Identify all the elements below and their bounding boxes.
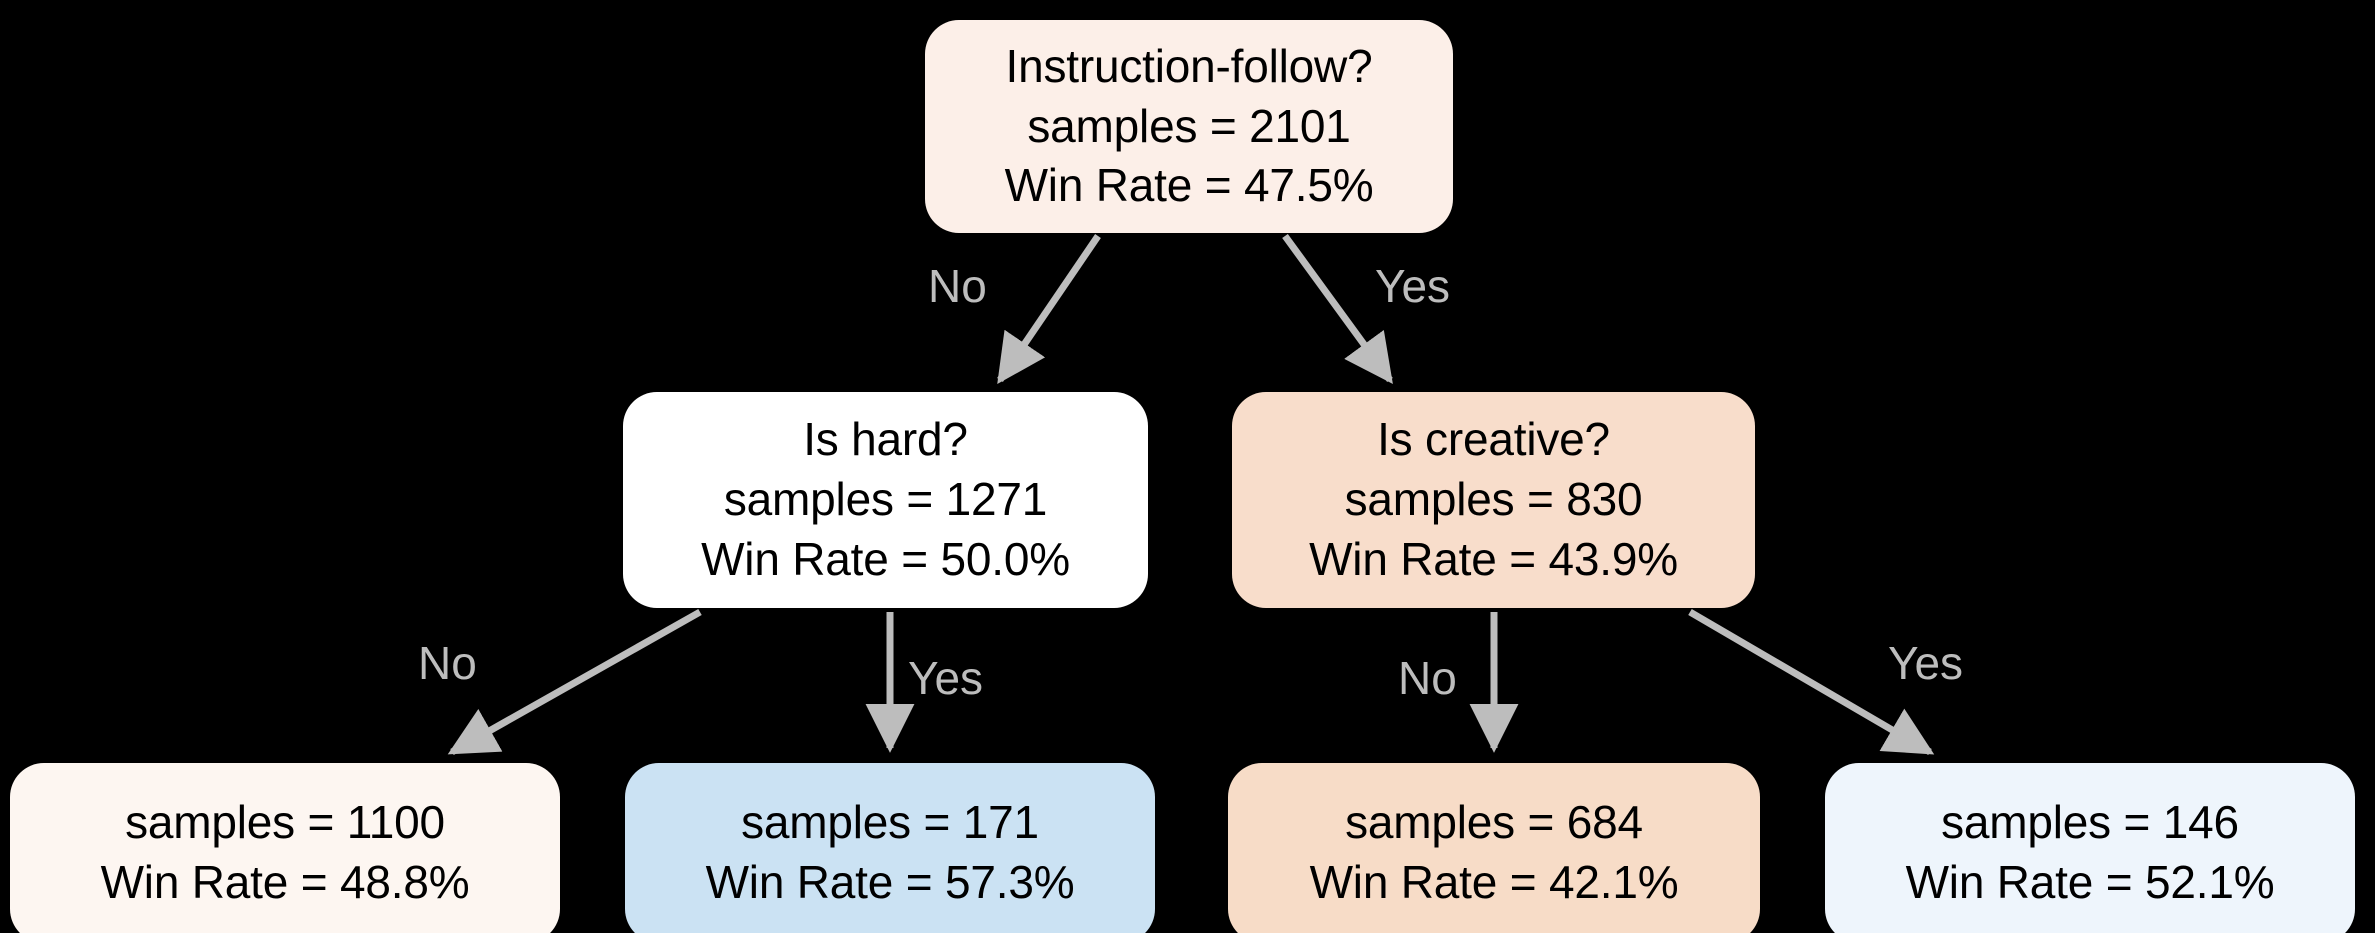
node-samples: samples = 684 [1345, 796, 1643, 849]
edge-is-hard-to-leaf-1100 [447, 608, 702, 756]
tree-node-is-hard[interactable]: Is hard? samples = 1271 Win Rate = 50.0% [623, 392, 1148, 608]
node-winrate: Win Rate = 42.1% [1309, 856, 1679, 908]
node-samples: samples = 146 [1941, 796, 2239, 849]
node-winrate: Win Rate = 48.8% [100, 856, 470, 908]
node-question: Is creative? [1377, 413, 1610, 466]
edge-label-is-hard-yes: Yes [908, 652, 984, 704]
node-question: Is hard? [803, 413, 968, 466]
node-samples: samples = 830 [1344, 473, 1643, 526]
edge-label-root-yes: Yes [1375, 260, 1451, 312]
edge-label-root-no: No [928, 260, 987, 312]
tree-node-root[interactable]: Instruction-follow? samples = 2101 Win R… [925, 20, 1453, 233]
edge-root-to-is-hard [997, 234, 1101, 385]
node-samples: samples = 1100 [125, 796, 445, 849]
tree-leaf-684[interactable]: samples = 684 Win Rate = 42.1% [1228, 763, 1760, 933]
node-winrate: Win Rate = 43.9% [1309, 532, 1678, 585]
edge-label-is-hard-no: No [418, 637, 477, 689]
node-winrate: Win Rate = 57.3% [705, 856, 1075, 908]
tree-leaf-1100[interactable]: samples = 1100 Win Rate = 48.8% [10, 763, 560, 933]
edge-label-is-creative-no: No [1398, 652, 1457, 704]
edge-label-is-creative-yes: Yes [1888, 637, 1964, 689]
node-winrate: Win Rate = 47.5% [1004, 159, 1374, 212]
tree-leaf-171[interactable]: samples = 171 Win Rate = 57.3% [625, 763, 1155, 933]
node-winrate: Win Rate = 52.1% [1905, 856, 2275, 908]
node-samples: samples = 2101 [1027, 99, 1351, 152]
node-samples: samples = 1271 [723, 473, 1048, 526]
tree-leaf-146[interactable]: samples = 146 Win Rate = 52.1% [1825, 763, 2355, 933]
node-winrate: Win Rate = 50.0% [701, 532, 1070, 585]
tree-node-is-creative[interactable]: Is creative? samples = 830 Win Rate = 43… [1232, 392, 1755, 608]
node-samples: samples = 171 [741, 796, 1039, 849]
node-question: Instruction-follow? [1005, 39, 1373, 92]
